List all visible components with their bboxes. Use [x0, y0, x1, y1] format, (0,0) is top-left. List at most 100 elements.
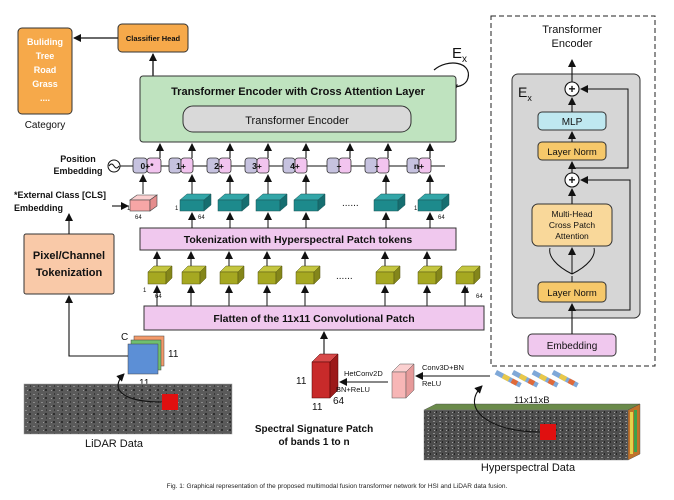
lidar-red-marker	[162, 394, 178, 410]
right-panel-border	[490, 15, 656, 367]
op-hetconv: HetConv2D	[344, 369, 383, 378]
dim-label: 64	[476, 294, 483, 300]
figure-caption: Fig. 1: Graphical representation of the …	[167, 483, 508, 490]
lidar-cube-side: 11	[168, 349, 179, 360]
op-bnrelu: BN+ReLU	[336, 385, 370, 394]
cls-token	[129, 194, 158, 212]
lidar-image	[23, 383, 233, 435]
position-token: 2+	[206, 157, 232, 174]
dim-label: 64	[198, 215, 205, 221]
right-ex-label: Ex	[518, 84, 532, 103]
pixel-channel-box	[23, 233, 115, 295]
flatten-token	[147, 265, 173, 285]
position-token: 1+	[168, 157, 194, 174]
flatten-token	[455, 265, 481, 285]
category-item: Tree	[36, 51, 55, 61]
spectral-patch-block	[311, 353, 339, 399]
hsi-token	[217, 193, 250, 212]
lidar-cube	[127, 335, 165, 375]
spectral-caption: of bands 1 to n	[278, 437, 349, 448]
svg-text:1+: 1+	[176, 161, 186, 171]
dim-label: 1	[414, 206, 418, 212]
lidar-label: LiDAR Data	[85, 438, 144, 450]
tokenization-up-arrows	[188, 212, 434, 228]
residual-skip-bottom	[572, 176, 631, 311]
position-token: 4+	[282, 157, 308, 174]
flatten-token	[295, 265, 321, 285]
pixel-channel-label: Pixel/Channel	[33, 250, 105, 262]
hsi-token	[293, 193, 326, 212]
flatten-up-arrows	[153, 251, 431, 266]
flatten-bar-label: Flatten of the 11x11 Convolutional Patch	[213, 313, 414, 325]
inner-encoder-label: Transformer Encoder	[245, 115, 349, 127]
position-token: n+	[406, 157, 432, 174]
hsi-token	[255, 193, 288, 212]
category-item: Road	[34, 65, 57, 75]
attention-label: Multi-Head	[551, 209, 592, 219]
svg-text:2+: 2+	[214, 161, 224, 171]
spectral-depth: 64	[333, 396, 345, 407]
inner-encoder-box	[182, 105, 412, 133]
category-box	[17, 27, 73, 115]
token-up-arrows	[156, 143, 434, 158]
mlp-label: MLP	[562, 117, 583, 128]
tokenization-bar-label: Tokenization with Hyperspectral Patch to…	[184, 234, 413, 246]
dim-label: 1	[175, 206, 179, 212]
svg-text:+: +	[375, 161, 380, 171]
flatten-token	[417, 265, 443, 285]
category-item: Buliding	[27, 37, 63, 47]
plus-sign: +	[568, 173, 575, 187]
position-tokens: 0+* 1+ 2+ 3+ 4+ + +	[132, 157, 432, 174]
spectral-cube-stack	[494, 370, 579, 388]
right-panel-title: Transformer	[542, 24, 602, 36]
op-relu: ReLU	[422, 379, 441, 388]
flatten-token-row	[147, 265, 481, 285]
flatten-bar-up-arrows	[153, 285, 469, 306]
right-panel-title: Encoder	[552, 38, 593, 50]
cls-label: *External Class [CLS]	[14, 190, 106, 200]
right-encoder-box	[511, 73, 641, 319]
token-ellipsis: ......	[342, 198, 359, 209]
position-token: 3+	[244, 157, 270, 174]
svg-text:4+: 4+	[290, 161, 300, 171]
embedding-label: Embedding	[547, 341, 598, 352]
tokenization-bar	[139, 227, 457, 251]
flatten-ellipsis: ......	[336, 271, 353, 282]
hsi-token	[179, 193, 212, 212]
position-token: 0+*	[132, 157, 162, 174]
arrow-lidar-to-pixel	[65, 295, 128, 357]
cls-label: Embedding	[14, 203, 63, 213]
classifier-head-label: Classifier Head	[126, 34, 181, 43]
svg-text:3+: 3+	[252, 161, 262, 171]
spectral-cube-label: 11x11xB	[514, 395, 550, 406]
category-item: Grass	[32, 79, 58, 89]
main-encoder-title: Transformer Encoder with Cross Attention…	[171, 86, 426, 98]
hsi-patch-arrow	[474, 385, 541, 433]
hsi-red-marker	[540, 424, 556, 440]
lidar-cube-bottom: 11	[139, 378, 150, 389]
spectral-w: 11	[312, 402, 323, 413]
category-label: Category	[25, 120, 66, 131]
flatten-bar	[143, 305, 485, 331]
layer-norm-top-label: Layer Norm	[547, 147, 597, 158]
hsi-token	[417, 193, 450, 212]
flatten-token	[219, 265, 245, 285]
dim-label: 64	[155, 294, 162, 300]
layer-norm-bottom-label: Layer Norm	[547, 288, 597, 299]
op-conv3d: Conv3D+BN	[422, 363, 464, 372]
dim-label: 1	[127, 206, 131, 212]
hyperspectral-image	[423, 403, 641, 461]
dim-label: 1	[143, 288, 147, 294]
attention-label: Attention	[555, 231, 589, 241]
position-token: +	[364, 157, 390, 174]
position-token: +	[326, 157, 352, 174]
cls-up-arrows	[139, 174, 434, 194]
lidar-cube-c: C	[121, 332, 128, 343]
hsi-token	[373, 193, 406, 212]
residual-skip-top	[572, 85, 629, 169]
plus-sign: +	[568, 82, 575, 96]
hyperspectral-label: Hyperspectral Data	[481, 462, 576, 474]
flatten-token	[257, 265, 283, 285]
dim-label: 64	[438, 215, 445, 221]
